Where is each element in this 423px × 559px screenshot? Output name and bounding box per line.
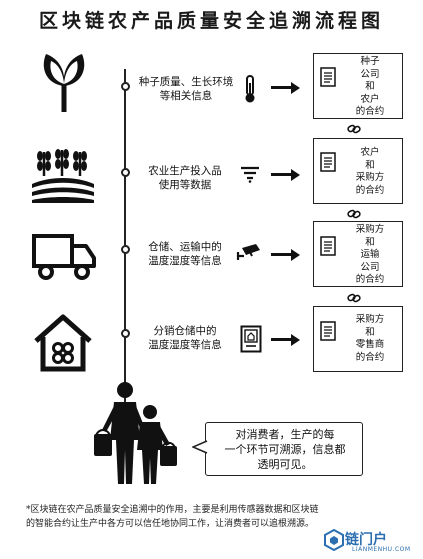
contract-line: 和: [365, 159, 375, 171]
arrow-head: [291, 248, 300, 261]
consumers-icon: [94, 382, 177, 484]
contract-line: 零售商: [355, 339, 385, 350]
timeline-dot: [120, 82, 130, 91]
stage-3-info: 仓储、运输中的 温度湿度等信息: [130, 240, 240, 268]
stage-2-info-line: 农业生产投入品: [148, 165, 222, 177]
watermark: 链门户: [345, 532, 387, 548]
footnote-line: 的智能合约让生产中各方可以信任地协同工作，让消费者可以追根溯源。: [26, 519, 315, 529]
stage-4-info-line: 温度湿度等信息: [148, 339, 222, 351]
thermometer-icon: [245, 75, 255, 103]
contract-line: 采购方: [355, 172, 385, 183]
contract-box-4: [313, 306, 403, 372]
speech-bubble-tail: [192, 440, 208, 454]
contract-line: 和: [365, 236, 375, 248]
contract-line: 公司: [360, 261, 380, 273]
arrow-shaft: [271, 173, 292, 176]
contract-1-text: 种子 公司 和 农户 的合约: [340, 56, 400, 119]
house-icon: [34, 314, 92, 372]
contract-line: 的合约: [355, 274, 385, 285]
contract-line: 农户: [360, 147, 380, 158]
chain-link-icon: [347, 209, 361, 219]
contract-line: 和: [365, 326, 375, 338]
arrow-head: [291, 168, 300, 181]
contract-4-text: 采购方 和 零售商 的合约: [340, 314, 400, 364]
contract-line: 的合约: [355, 351, 385, 363]
arrow-shaft: [271, 253, 292, 256]
document-icon: [320, 67, 336, 87]
camera-sensor-icon: [236, 244, 260, 260]
contract-line: 的合约: [355, 106, 385, 117]
monitor-sensor-icon: [240, 325, 262, 353]
contract-box-1: [313, 53, 403, 119]
stage-2-info: 农业生产投入品 使用等数据: [130, 164, 240, 192]
arrow-head: [291, 81, 300, 94]
stage-4-info: 分销仓储中的 温度湿度等信息: [130, 324, 240, 352]
stage-1-info: 种子质量、生长环境 等相关信息: [127, 75, 245, 103]
filter-sensor-icon: [241, 166, 259, 183]
chain-link-icon: [347, 293, 361, 303]
footnote-line: *区块链在农产品质量安全追溯中的作用，主要是利用传感器数据和区块链: [26, 505, 319, 515]
contract-2-text: 农户 和 采购方 的合约: [340, 147, 400, 197]
timeline-dot: [120, 168, 130, 177]
stage-1-info-line: 种子质量、生长环境: [138, 76, 234, 88]
document-icon: [320, 321, 336, 341]
contract-line: 农户: [360, 93, 380, 105]
timeline-line: [124, 69, 126, 404]
watermark-logo-icon: [324, 529, 344, 551]
stage-1-info-line: 等相关信息: [159, 90, 213, 102]
arrow-shaft: [271, 86, 292, 89]
page-title: 区块链农产品质量安全追溯流程图: [38, 10, 384, 32]
contract-line: 公司: [360, 68, 380, 80]
stage-4-info-line: 分销仓储中的: [153, 325, 217, 337]
arrow-shaft: [271, 338, 292, 341]
chain-link-icon: [347, 124, 361, 134]
watermark-url: LIANMENHU.COM: [352, 546, 411, 553]
plant-sprout-icon: [43, 54, 85, 112]
timeline-dot: [120, 245, 130, 254]
consumer-message: 对消费者，生产的每 一个环节可溯源，信息都 透明可见。: [212, 427, 358, 472]
contract-line: 采购方: [355, 224, 385, 235]
contract-line: 采购方: [355, 314, 385, 325]
document-icon: [320, 152, 336, 172]
stage-3-info-line: 仓储、运输中的: [148, 241, 222, 253]
contract-line: 的合约: [355, 184, 385, 196]
contract-line: 和: [365, 81, 375, 92]
stage-3-info-line: 温度湿度等信息: [148, 255, 222, 267]
consumer-message-line: 对消费者，生产的每: [235, 428, 335, 441]
stage-2-info-line: 使用等数据: [158, 179, 212, 191]
contract-line: 种子: [360, 56, 380, 67]
footnote: *区块链在农产品质量安全追溯中的作用，主要是利用传感器数据和区块链 的智能合约让…: [26, 503, 396, 531]
contract-box-3: [313, 221, 403, 287]
contract-line: 运输: [360, 249, 380, 260]
consumer-message-line: 透明可见。: [257, 458, 313, 471]
truck-icon: [32, 234, 96, 280]
arrow-head: [291, 333, 300, 346]
contract-3-text: 采购方 和 运输 公司 的合约: [340, 224, 400, 287]
contract-box-2: [313, 138, 403, 204]
consumer-message-line: 一个环节可溯源，信息都: [224, 443, 346, 456]
timeline-dot: [120, 329, 130, 338]
wheat-field-icon: [32, 149, 94, 203]
document-icon: [320, 236, 336, 256]
